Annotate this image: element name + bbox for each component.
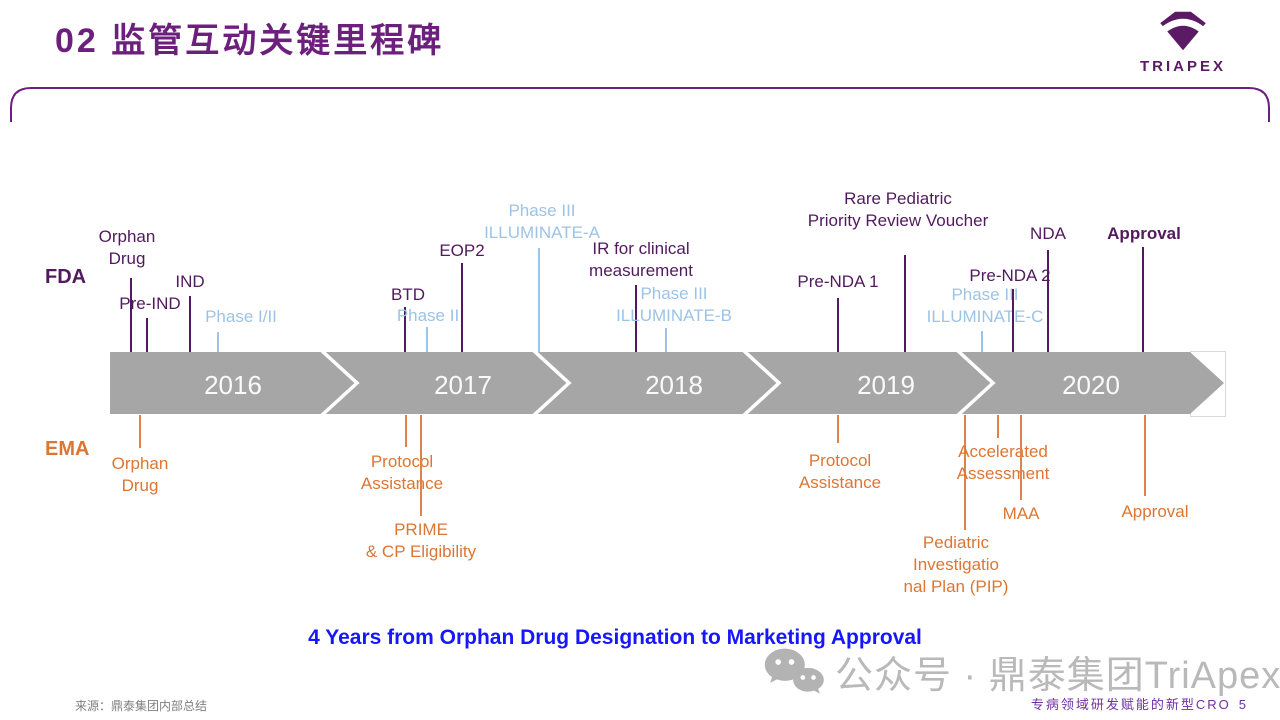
fda-milestone-label: Phase III ILLUMINATE-B [616,284,732,325]
fda-milestone-label: Orphan Drug [98,227,156,268]
fda-milestone-tick [837,298,839,352]
fda-milestone-tick [130,278,132,352]
year-label: 2016 [204,370,262,400]
ema-milestone-tick [837,415,839,443]
fda-milestone-tick [189,296,191,352]
fda-milestone-label: BTD [391,285,425,304]
ema-milestone-tick [420,415,422,516]
page-title: 02 监管互动关键里程碑 [55,22,445,60]
year-label: 2017 [434,370,492,400]
timeline-bar [110,352,1190,414]
fda-milestone-tick [635,285,637,352]
source-note: 来源：鼎泰集团内部总结 [75,699,208,713]
fda-milestone-label: NDA [1030,224,1066,243]
fda-milestone-tick [426,327,428,352]
fda-label: FDA [45,266,87,288]
ema-milestone-label: Pediatric Investigatio nal Plan (PIP) [903,533,1009,596]
fda-milestone-label: EOP2 [439,241,485,260]
header-divider [10,87,1270,122]
fda-milestone-tick [665,328,667,352]
ema-milestone-tick [1020,415,1022,500]
ema-milestone-tick [405,415,407,447]
ema-label: EMA [45,438,90,460]
fda-milestone-label: Phase III ILLUMINATE-A [484,201,600,242]
ema-milestone-label: MAA [1002,504,1040,523]
footer-tagline: 专病领域研发赋能的新型CRO 5 [1031,694,1248,713]
timeline-chevrons [320,352,996,414]
page-number: 5 [1238,697,1248,712]
tagline-text: 专病领域研发赋能的新型CRO [1030,697,1231,712]
triapex-gem-icon [1157,11,1209,51]
ema-milestone-tick [997,415,999,438]
company-logo: TRIAPEX [1128,10,1238,75]
fda-milestone-tick [538,248,540,352]
watermark: 公众号 · 鼎泰集团TriApex [763,644,1280,699]
ema-milestone-label: Protocol Assistance [360,452,444,493]
fda-milestone-label: Pre-NDA 2 [969,266,1051,285]
fda-milestone-tick [461,263,463,352]
key-statement: 4 Years from Orphan Drug Designation to … [308,626,922,649]
ema-milestone-label: PRIME & CP Eligibility [365,520,477,561]
logo-text: TRIAPEX [1139,58,1226,75]
fda-milestone-tick [217,332,219,352]
year-label: 2020 [1062,370,1120,400]
timeline-arrow-head [1190,352,1224,414]
wechat-icon [764,648,824,694]
ema-milestone-tick [139,415,141,448]
year-label: 2019 [857,370,915,400]
fda-milestone-label: Phase II [396,306,460,325]
fda-milestone-tick [1142,247,1144,352]
fda-milestone-label: IND [175,272,205,291]
fda-milestone-label: Pre-IND [119,294,181,313]
watermark-text: 公众号 · 鼎泰集团TriApex [835,655,1280,697]
fda-milestone-tick [1012,289,1014,352]
fda-milestone-label: Approval [1107,224,1181,243]
fda-milestone-tick [1047,250,1049,352]
ema-milestone-label: Approval [1121,502,1189,521]
fda-milestone-label: Rare Pediatric Priority Review Voucher [807,189,989,230]
ema-milestone-label: Protocol Assistance [798,451,882,492]
fda-milestone-tick [146,318,148,352]
ema-milestone-label: Accelerated Assessment [956,442,1050,483]
ema-milestone-tick [964,415,966,530]
ema-milestone-label: Orphan Drug [111,454,169,495]
year-label: 2018 [645,370,703,400]
ema-milestone-tick [1144,415,1146,496]
fda-milestone-label: Phase III ILLUMINATE-C [926,285,1044,326]
fda-milestone-label: Phase I/II [205,307,277,326]
fda-milestone-label: IR for clinical measurement [589,239,693,280]
fda-milestone-label: Pre-NDA 1 [797,272,879,291]
fda-milestone-tick [981,331,983,352]
fda-milestone-tick [404,307,406,352]
fda-milestone-tick [904,255,906,352]
